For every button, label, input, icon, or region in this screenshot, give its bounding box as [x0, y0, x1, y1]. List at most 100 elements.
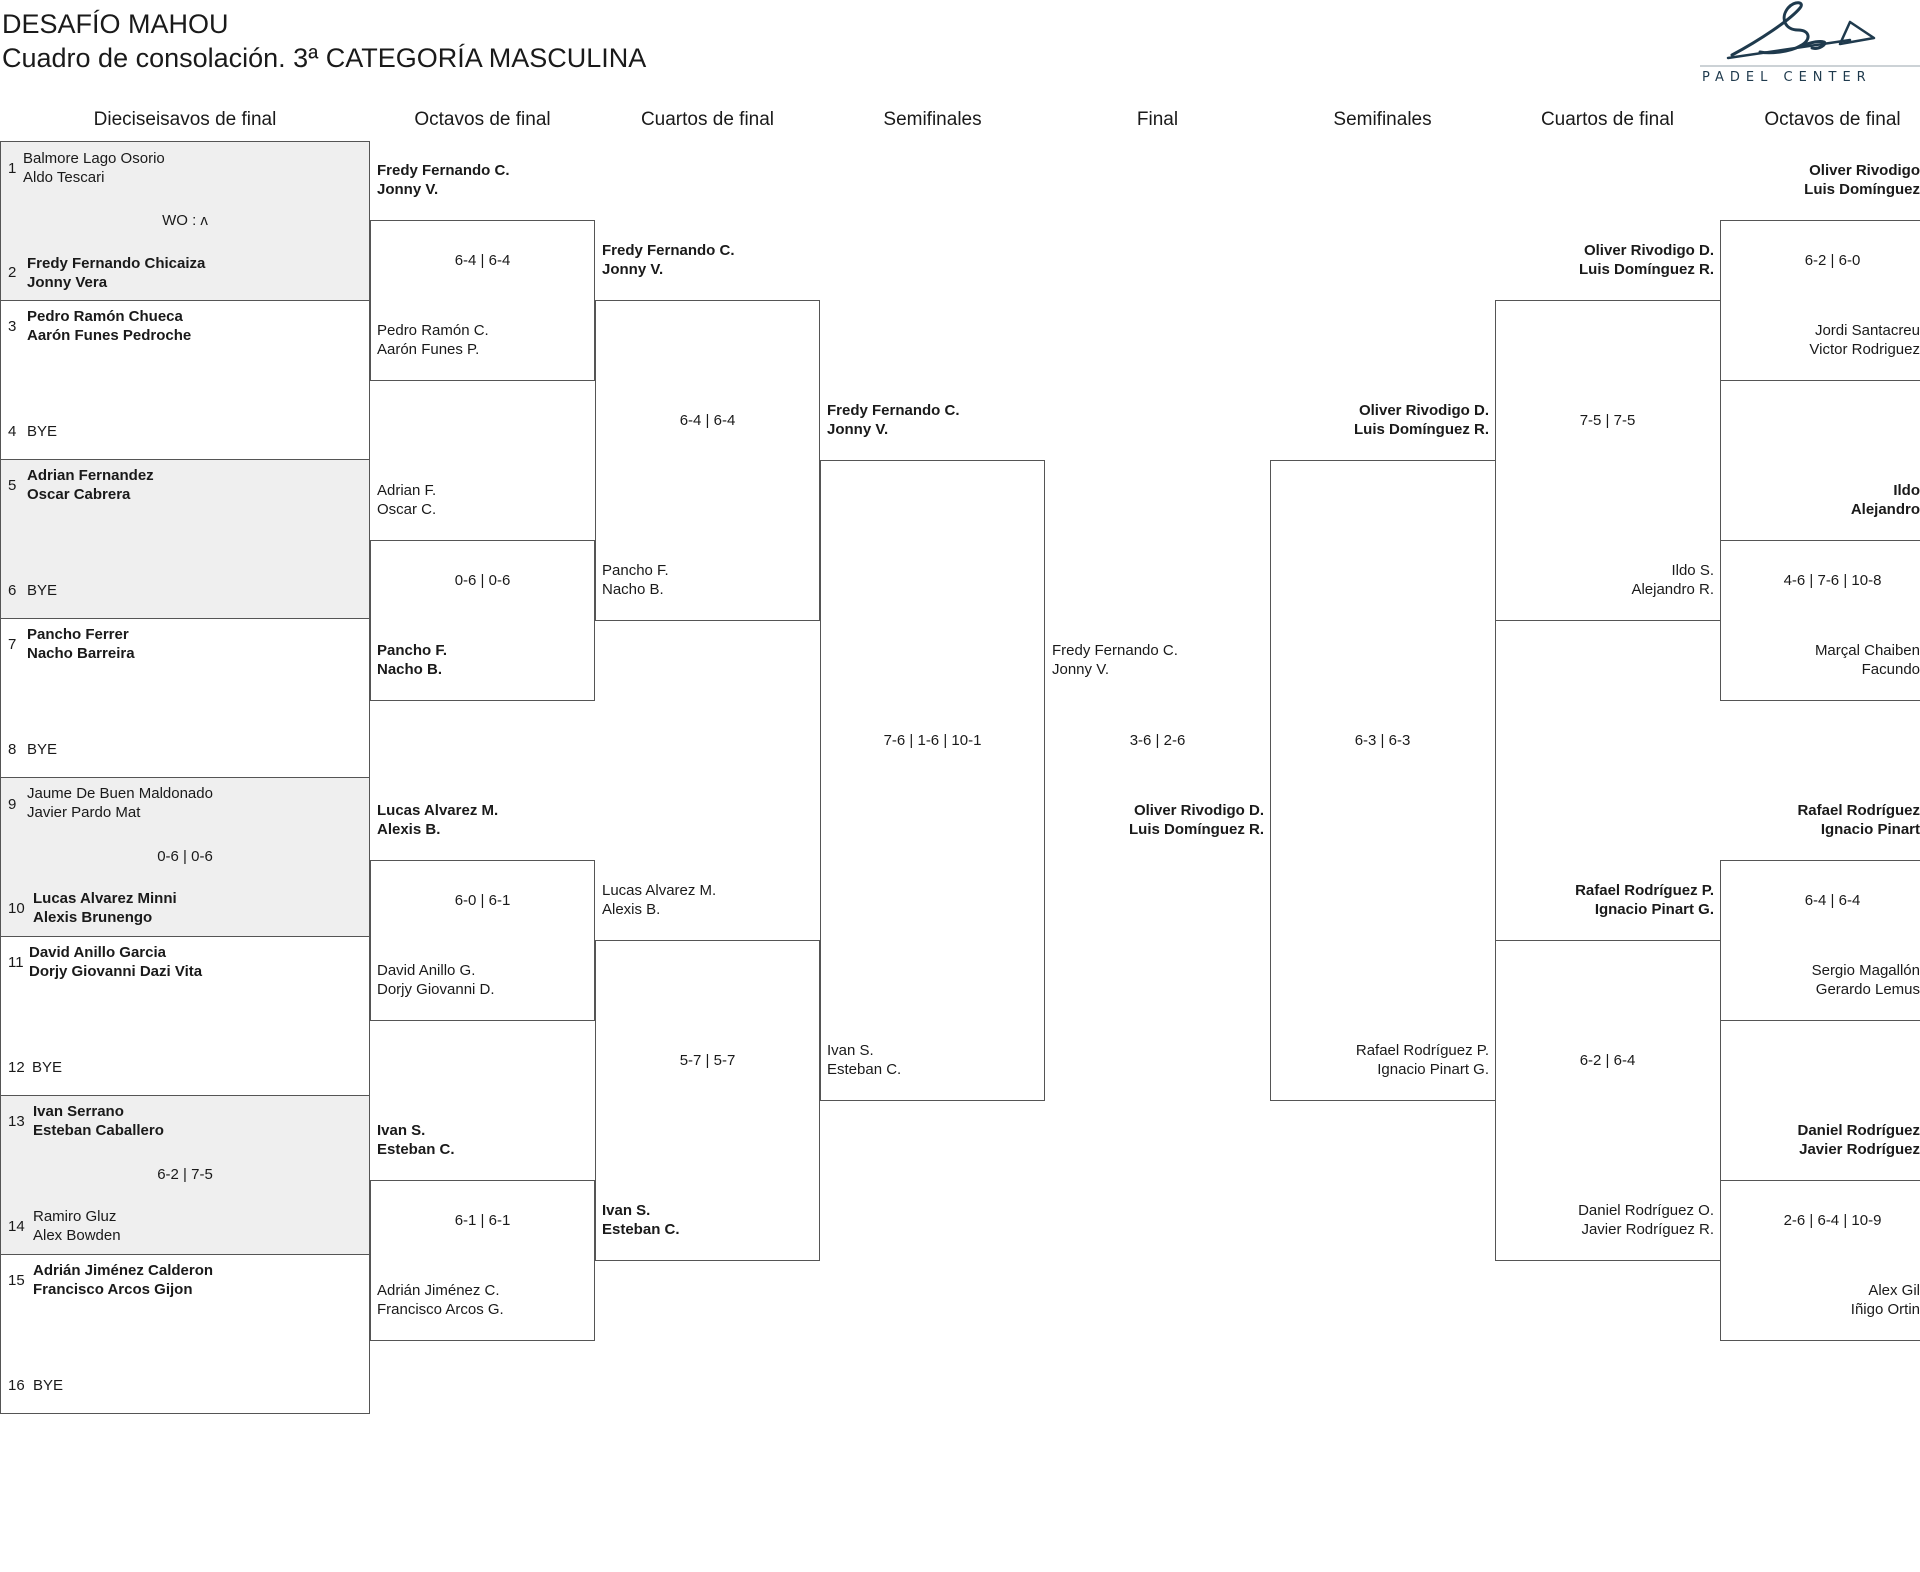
team-entry-winner: Ivan S. Esteban C.: [377, 1121, 455, 1159]
qf-left-match-2: [595, 940, 820, 1261]
team-entry: Pedro Ramón C. Aarón Funes P.: [377, 321, 489, 359]
team-entry-winner: Ildo Alejandro: [1720, 481, 1920, 519]
col-head-sf-left: Semifinales: [883, 109, 982, 130]
match-score: 5-7 | 5-7: [679, 1052, 736, 1069]
player-name: Fredy Fernando C.: [602, 242, 735, 259]
seed-number: 7: [8, 636, 17, 653]
r16-right-line: [1720, 1020, 1920, 1021]
seed-number: 8: [8, 741, 17, 758]
player-name: Lucas Alvarez M.: [377, 802, 499, 819]
player-name: Aarón Funes P.: [377, 341, 480, 358]
r16-left-match-2: [370, 540, 595, 701]
team-entry-winner: Oliver Rivodigo Luis Domínguez: [1720, 161, 1920, 199]
match-score: 7-5 | 7-5: [1579, 412, 1636, 429]
player-name: Jonny V.: [1052, 661, 1109, 678]
logo-text: PADEL CENTER: [1702, 70, 1872, 85]
team-entry: Ildo S. Alejandro R.: [1495, 561, 1714, 599]
player-name: Pedro Ramón C.: [377, 322, 489, 339]
player-name: Oscar C.: [377, 501, 437, 518]
player-name: Pedro Ramón Chueca: [27, 308, 183, 325]
player-name: Fredy Fernando C.: [1052, 642, 1178, 659]
col-head-qf-right: Cuartos de final: [1540, 109, 1675, 130]
player-name: Javier Rodríguez: [1799, 1141, 1920, 1158]
team-entry: Jaume De Buen Maldonado Javier Pardo Mat: [27, 784, 213, 822]
sf-left-match: [820, 460, 1045, 1101]
seed-number: 14: [8, 1218, 25, 1235]
team-entry-winner: Fredy Fernando C. Jonny V.: [827, 401, 960, 439]
match-score: 4-6 | 7-6 | 10-8: [1783, 572, 1882, 589]
team-entry: Pancho F. Nacho B.: [602, 561, 669, 599]
player-name: Iñigo Ortin: [1850, 1301, 1920, 1318]
team-entry: Ramiro Gluz Alex Bowden: [33, 1207, 121, 1245]
player-name: Ivan S.: [602, 1202, 651, 1219]
col-head-sf-right: Semifinales: [1333, 109, 1432, 130]
player-name: Francisco Arcos G.: [377, 1301, 504, 1318]
logo-signature-icon: [1700, 1, 1920, 67]
player-name: Lucas Alvarez M.: [602, 882, 717, 899]
r16-right-line: [1720, 1180, 1721, 1341]
team-entry: Adrián Jiménez C. Francisco Arcos G.: [377, 1281, 504, 1319]
player-name: Adrian Fernandez: [27, 467, 154, 484]
col-head-qf-left: Cuartos de final: [640, 109, 775, 130]
player-name: Ignacio Pinart: [1820, 821, 1920, 838]
qf-right-match-2: [1495, 940, 1721, 1261]
player-name: David Anillo Garcia: [29, 944, 166, 961]
team-entry: BYE: [33, 1376, 63, 1395]
player-name: Javier Rodríguez R.: [1581, 1221, 1714, 1238]
team-entry: Daniel Rodríguez O. Javier Rodríguez R.: [1495, 1201, 1714, 1239]
seed-number: 1: [8, 160, 17, 177]
brand-logo: PADEL CENTER: [1700, 0, 1920, 90]
bye-label: BYE: [27, 423, 58, 440]
r16-right-line: [1720, 860, 1920, 861]
match-score: 6-2 | 6-0: [1804, 252, 1861, 269]
player-name: David Anillo G.: [377, 962, 476, 979]
qf-right-match-1: [1495, 300, 1721, 621]
team-entry: Balmore Lago Osorio Aldo Tescari: [23, 149, 165, 187]
team-entry-winner: Ivan Serrano Esteban Caballero: [33, 1102, 164, 1140]
r16-right-line: [1720, 540, 1721, 701]
team-entry-winner: Fredy Fernando C. Jonny V.: [602, 241, 735, 279]
final-team-1: Fredy Fernando C. Jonny V.: [1052, 641, 1178, 679]
player-name: Luis Domínguez R.: [1354, 421, 1489, 438]
seed-number: 3: [8, 318, 17, 335]
match-score: 6-4 | 6-4: [454, 252, 511, 269]
page-title: DESAFÍO MAHOU: [2, 9, 229, 39]
team-entry-winner: Lucas Alvarez M. Alexis B.: [377, 801, 498, 839]
r16-right-line: [1720, 540, 1920, 541]
player-name: Jonny Vera: [27, 274, 108, 291]
seed-number: 13: [8, 1113, 25, 1130]
col-head-r16-left: Octavos de final: [414, 109, 551, 130]
player-name: Rafael Rodríguez P.: [1575, 882, 1714, 899]
match-score: 6-3 | 6-3: [1354, 732, 1411, 749]
match-score: WO : ᴧ: [162, 212, 208, 229]
player-name: Alexis B.: [377, 821, 441, 838]
player-name: Alex Gil: [1868, 1282, 1920, 1299]
r16-right-line: [1720, 1180, 1920, 1181]
player-name: Lucas Alvarez Minni: [33, 890, 177, 907]
team-entry-winner: Pancho Ferrer Nacho Barreira: [27, 625, 135, 663]
col-head-final: Final: [1136, 109, 1179, 130]
player-name: Adrián Jiménez C.: [377, 1282, 500, 1299]
r16-right-line: [1720, 700, 1920, 701]
seed-number: 6: [8, 582, 17, 599]
match-score: 6-0 | 6-1: [454, 892, 511, 909]
team-entry: Alex Gil Iñigo Ortin: [1720, 1281, 1920, 1319]
player-name: Alex Bowden: [33, 1227, 121, 1244]
team-entry-winner: Rafael Rodríguez Ignacio Pinart: [1720, 801, 1920, 839]
player-name: Nacho Barreira: [27, 645, 135, 662]
player-name: Sergio Magallón: [1811, 962, 1920, 979]
match-score: 6-2 | 7-5: [157, 1166, 213, 1183]
bye-label: BYE: [27, 582, 58, 599]
final-score: 3-6 | 2-6: [1129, 732, 1186, 749]
match-score: 2-6 | 6-4 | 10-9: [1783, 1212, 1882, 1229]
player-name: Oliver Rivodigo D.: [1583, 242, 1714, 259]
team-entry: BYE: [32, 1058, 62, 1077]
team-entry: Sergio Magallón Gerardo Lemus: [1720, 961, 1920, 999]
player-name: Nacho B.: [377, 661, 443, 678]
r16-left-match-1: [370, 220, 595, 381]
team-entry-winner: Pancho F. Nacho B.: [377, 641, 447, 679]
player-name: Francisco Arcos Gijon: [33, 1281, 193, 1298]
player-name: Rafael Rodríguez: [1797, 802, 1920, 819]
r16-right-line: [1720, 220, 1920, 221]
match-score: 6-1 | 6-1: [454, 1212, 511, 1229]
